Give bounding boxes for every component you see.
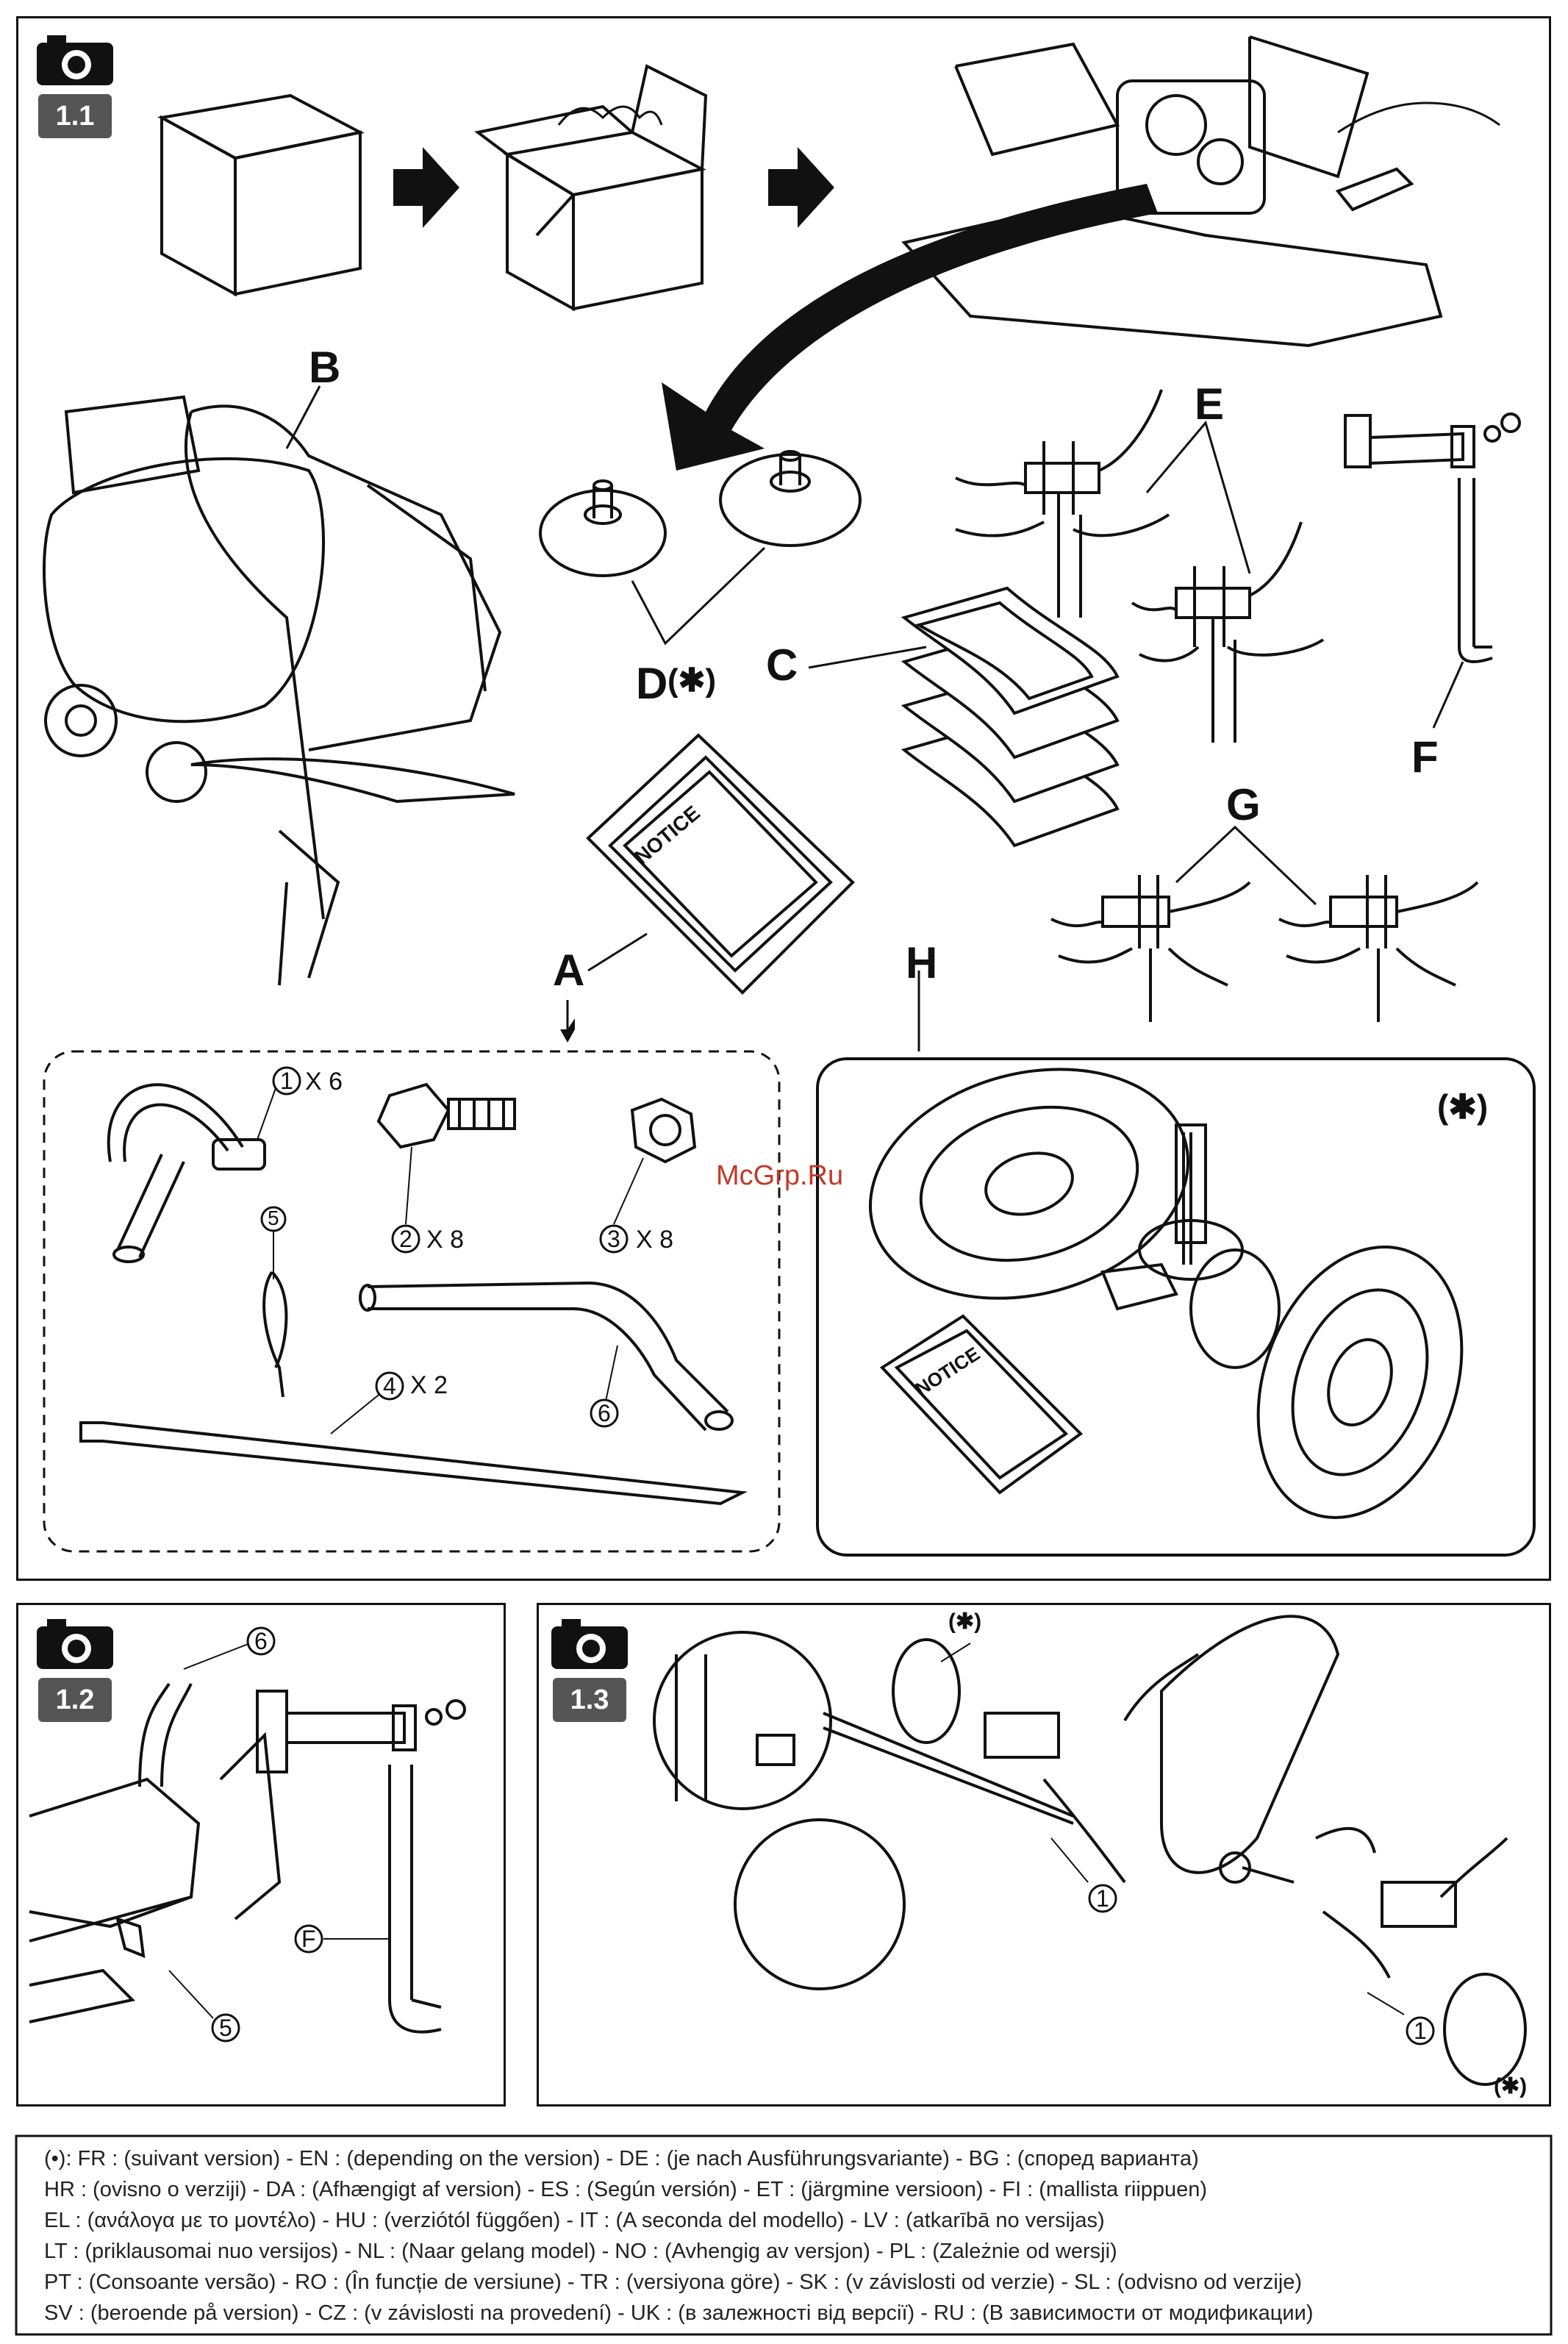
label-h: H [906, 938, 938, 987]
curved-arrow-icon [662, 184, 1158, 471]
fig2-callout-6: 6 [254, 1628, 268, 1654]
panel-1-2 [16, 1603, 506, 2107]
manual-booklet-illustration [879, 1314, 1084, 1495]
fig3-callout-1a: 1 [1096, 1885, 1109, 1912]
arrow-right-icon [393, 147, 459, 228]
fig2-callout-5: 5 [219, 2015, 232, 2041]
bent-handle-illustration [359, 1281, 734, 1432]
open-box-illustration [474, 64, 708, 312]
callout-3: 3 [607, 1226, 620, 1252]
qty-4: X 2 [410, 1371, 448, 1399]
footer-line-3: EL : (ανάλογα με το μοντέλο) - HU : (ver… [44, 2209, 1105, 2232]
label-c: C [766, 640, 798, 690]
tie-rod-illustration [79, 1421, 748, 1506]
figure-badge-1-3: 1.3 [553, 1678, 626, 1722]
closed-box-illustration [157, 93, 365, 297]
label-a: A [553, 946, 585, 995]
tine-assembly-illustration [653, 1615, 1527, 2086]
callout-6: 6 [598, 1400, 611, 1426]
callout-4: 4 [383, 1373, 396, 1399]
figure-badge-1-2: 1.2 [38, 1678, 112, 1722]
callout-5: 5 [268, 1207, 279, 1229]
side-shields-illustration [901, 586, 1120, 848]
qty-1: X 6 [305, 1068, 343, 1096]
parts-kit-box [43, 1050, 781, 1553]
r-clip-illustration [262, 1271, 288, 1398]
label-b: B [309, 343, 341, 392]
panel-1-3 [537, 1603, 1551, 2107]
nut-illustration [630, 1097, 697, 1164]
linch-pin-illustration [107, 1083, 266, 1263]
watermark: McGrp.Ru [716, 1160, 844, 1191]
footer-box [15, 2134, 1553, 2336]
tiller-illustration [43, 395, 515, 986]
footer-line-5: PT : (Consoante versão) - RO : (În funcț… [44, 2270, 1303, 2294]
label-h-mark: (✱) [1437, 1087, 1489, 1126]
footer-line-2: HR : (ovisno o verziji) - DA : (Afhængig… [44, 2178, 1208, 2201]
label-d-mark: (✱) [667, 662, 717, 698]
fig3-star-top: (✱) [948, 1609, 982, 1634]
label-g: G [1226, 780, 1261, 829]
tines-g-illustration [1050, 875, 1479, 1022]
label-d: D [636, 659, 668, 708]
protective-discs-illustration [539, 450, 862, 577]
fig3-callout-1b: 1 [1414, 2018, 1427, 2044]
wheel-kit-box [816, 1057, 1536, 1557]
callout-1: 1 [280, 1068, 293, 1094]
camera-icon [37, 1619, 113, 1669]
camera-icon [37, 35, 113, 85]
bracket-f-illustration [1344, 412, 1521, 663]
bolt-illustration [376, 1082, 516, 1149]
wheels-illustration [868, 1068, 1464, 1519]
unboxed-machine-illustration [901, 35, 1500, 348]
qty-2: X 8 [426, 1226, 465, 1254]
label-e: E [1195, 379, 1225, 429]
tines-e-illustration [955, 389, 1325, 743]
figure-badge-1-1: 1.1 [38, 94, 112, 138]
camera-icon [551, 1619, 628, 1669]
manual-booklet-illustration [586, 733, 855, 995]
footer-line-6: SV : (beroende på version) - CZ : (v záv… [44, 2301, 1314, 2325]
label-f: F [1411, 732, 1439, 782]
qty-3: X 8 [636, 1226, 674, 1254]
arrow-down-icon [560, 1018, 575, 1029]
panel-1-1 [16, 16, 1551, 1581]
callout-2: 2 [399, 1226, 412, 1252]
fig3-star-bottom: (✱) [1494, 2074, 1528, 2098]
fig2-callout-f: F [301, 1926, 316, 1952]
handle-assembly-illustration [29, 1682, 466, 2034]
arrow-right-icon [768, 147, 834, 228]
footer-line-1: (•): FR : (suivant version) - EN : (depe… [44, 2147, 1199, 2170]
footer-line-4: LT : (priklausomai nuo versijos) - NL : … [44, 2240, 1117, 2263]
